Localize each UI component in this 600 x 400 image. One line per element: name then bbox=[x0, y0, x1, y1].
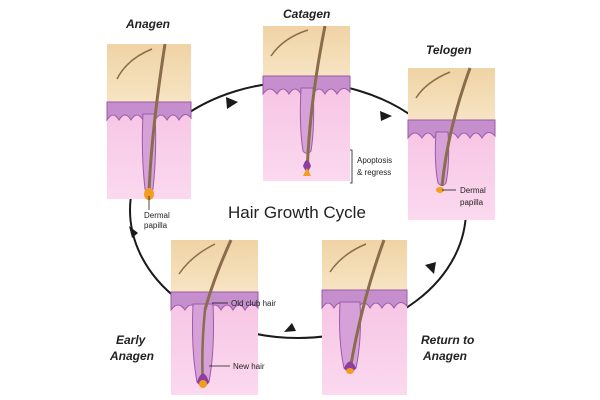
leader-catagen-bracket bbox=[350, 149, 353, 184]
anno-new-hair: New hair bbox=[233, 362, 265, 371]
anno-catagen-1: Apoptosis bbox=[357, 156, 392, 165]
label-anagen: Anagen bbox=[125, 17, 170, 31]
anno-catagen-2: & regress bbox=[357, 168, 391, 177]
arrow-telogen-to-return bbox=[425, 262, 436, 274]
panel-early-anagen bbox=[170, 239, 259, 395]
arrow-early-to-anagen bbox=[129, 226, 138, 238]
label-return-to-anagen-1: Return to bbox=[421, 333, 474, 347]
panel-anagen bbox=[106, 43, 192, 200]
anno-telogen-papilla-1: Dermal bbox=[460, 186, 486, 195]
label-early-anagen-2: Anagen bbox=[109, 349, 154, 363]
panel-telogen bbox=[407, 67, 496, 220]
anno-telogen-papilla-2: papilla bbox=[460, 198, 484, 207]
arrow-anagen-to-catagen bbox=[226, 97, 238, 109]
panel-return-to-anagen bbox=[321, 239, 408, 395]
arrow-catagen-to-telogen bbox=[380, 111, 392, 121]
anno-anagen-papilla-2: papilla bbox=[144, 221, 168, 230]
label-catagen: Catagen bbox=[283, 7, 330, 21]
label-telogen: Telogen bbox=[426, 43, 472, 57]
panel-catagen bbox=[262, 25, 351, 181]
cycle-arrows bbox=[129, 97, 436, 332]
leader-lines bbox=[148, 149, 456, 367]
anno-anagen-papilla-1: Dermal bbox=[144, 211, 170, 220]
diagram-title: Hair Growth Cycle bbox=[228, 203, 366, 222]
label-early-anagen-1: Early bbox=[116, 333, 147, 347]
anno-old-club-hair: Old club hair bbox=[231, 299, 276, 308]
label-return-to-anagen-2: Anagen bbox=[422, 349, 467, 363]
arrow-return-to-early bbox=[284, 323, 296, 332]
